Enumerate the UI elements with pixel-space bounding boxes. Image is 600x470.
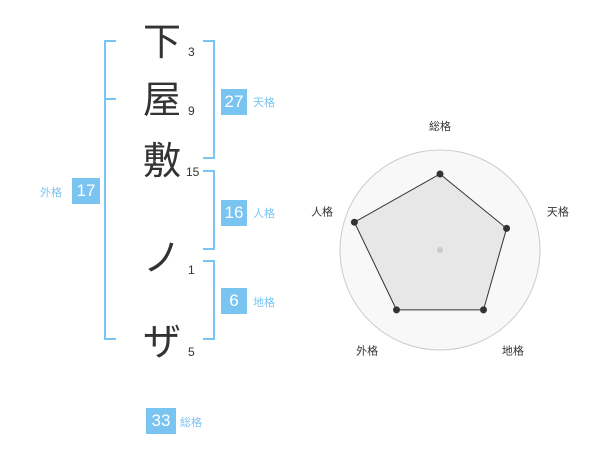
radar-axis-label-2: 天格 xyxy=(547,205,569,219)
soukaku-value-badge: 33 xyxy=(146,408,176,434)
name-char-5: ザ xyxy=(142,320,181,364)
stroke-count-4: 1 xyxy=(188,263,195,277)
radar-axis-label-1: 総格 xyxy=(429,119,451,133)
gaikaku-label: 外格 xyxy=(40,186,62,199)
gaikaku-bracket-tick xyxy=(104,98,116,100)
jinkaku-value-badge: 16 xyxy=(221,200,247,226)
gaikaku-bracket xyxy=(104,40,116,340)
radar-point-5 xyxy=(350,218,358,226)
radar-point-1 xyxy=(436,170,444,178)
chikaku-label: 地格 xyxy=(253,296,275,309)
jinkaku-bracket xyxy=(203,170,215,250)
radar-axis-label-5: 人格 xyxy=(311,205,333,219)
tenkaku-label: 天格 xyxy=(253,96,275,109)
chikaku-bracket xyxy=(203,260,215,340)
radar-point-3 xyxy=(479,306,487,314)
radar-center xyxy=(437,247,443,253)
radar-point-4 xyxy=(393,306,401,314)
stroke-count-2: 9 xyxy=(188,104,195,118)
radar-polygon xyxy=(353,173,508,311)
name-char-2: 屋 xyxy=(142,78,181,122)
stroke-count-5: 5 xyxy=(188,345,195,359)
tenkaku-bracket xyxy=(203,40,215,159)
name-char-4: ノ xyxy=(142,236,181,280)
radar-axis-label-3: 地格 xyxy=(502,343,524,357)
name-char-3: 敷 xyxy=(142,139,181,183)
tenkaku-value-badge: 27 xyxy=(221,89,247,115)
soukaku-label: 総格 xyxy=(180,416,202,429)
gaikaku-value-badge: 17 xyxy=(72,178,100,204)
name-char-1: 下 xyxy=(142,20,181,64)
jinkaku-label: 人格 xyxy=(253,207,275,220)
chikaku-value-badge: 6 xyxy=(221,288,247,314)
radar-axis-label-4: 外格 xyxy=(356,343,378,357)
stroke-count-3: 15 xyxy=(186,165,200,179)
stroke-count-1: 3 xyxy=(188,45,195,59)
radar-point-2 xyxy=(503,224,511,232)
